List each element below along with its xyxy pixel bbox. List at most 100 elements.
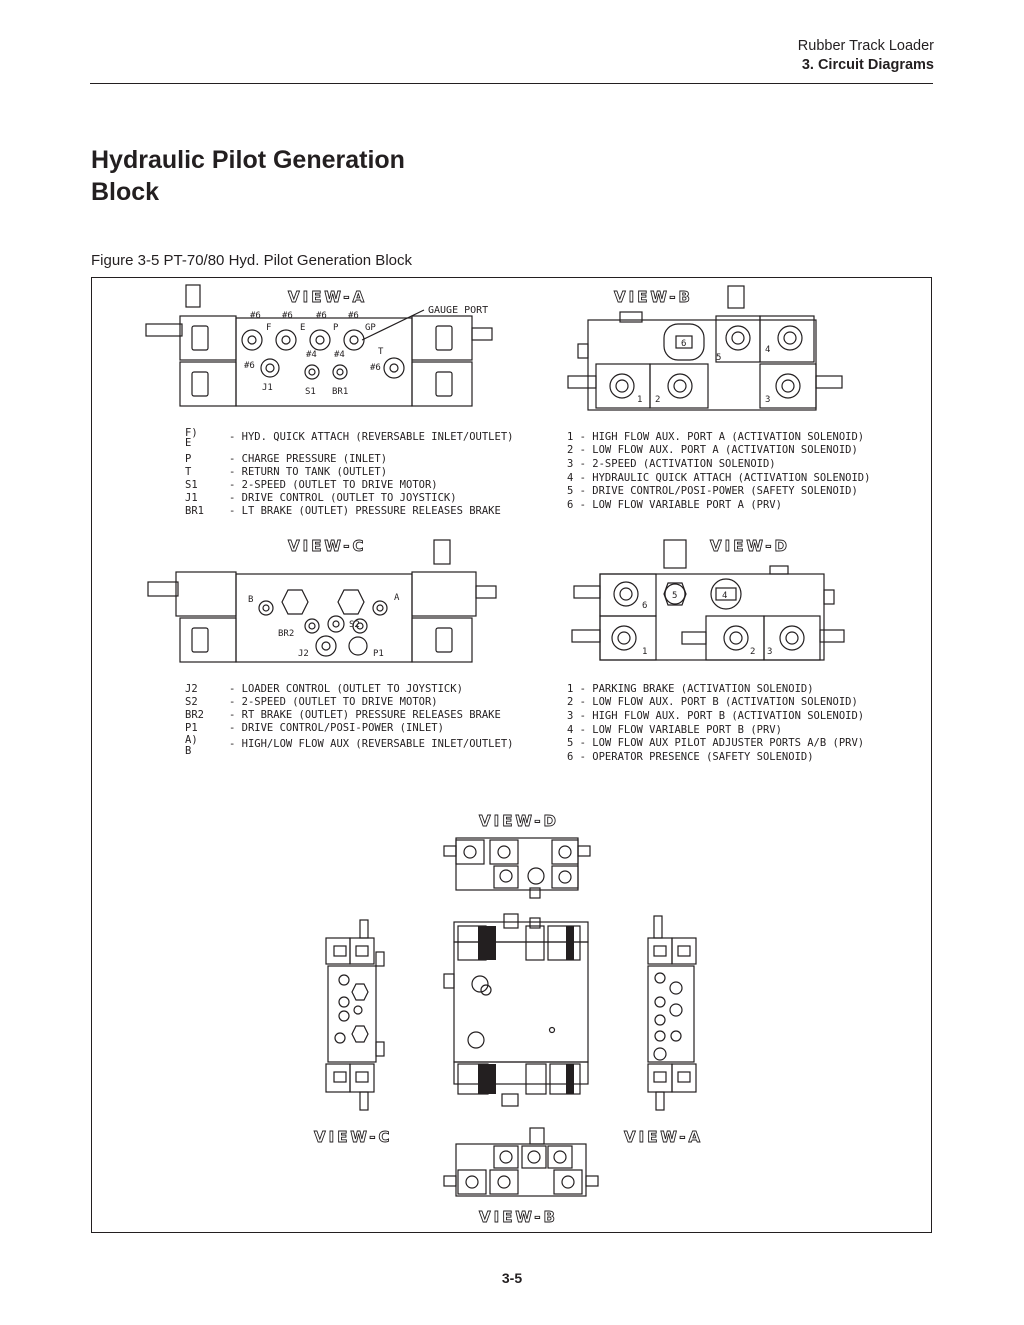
callout-c-br2: BR2 [278,629,294,639]
legend-c-text-2: - RT BRAKE (OUTLET) PRESSURE RELEASES BR… [229,709,501,721]
view-a-right-solenoid-bottom [411,361,473,407]
page-title: Hydraulic Pilot Generation Block [91,144,405,208]
callout-a-n6-4: #6 [348,311,359,321]
callout-a-j1: J1 [262,383,273,393]
callout-b-4: 4 [765,345,770,355]
legend-c-text-1: - 2-SPEED (OUTLET TO DRIVE MOTOR) [229,696,438,708]
legend-d-item-4: 5 - LOW FLOW AUX PILOT ADJUSTER PORTS A/… [567,737,864,749]
callout-b-2: 2 [655,395,660,405]
legend-c-key-2: BR2 [185,709,204,721]
callout-a-n6-1: #6 [250,311,261,321]
legend-a-text-5: - DRIVE CONTROL (OUTLET TO JOYSTICK) [229,492,457,504]
view-d-bottom-solenoids [571,615,845,661]
callout-c-p1: P1 [373,649,384,659]
callout-c-a: A [394,593,400,603]
legend-b-item-0: 1 - HIGH FLOW AUX. PORT A (ACTIVATION SO… [567,431,864,443]
legend-d-item-3: 4 - LOW FLOW VARIABLE PORT B (PRV) [567,724,782,736]
callout-a-n6-6: #6 [370,363,381,373]
legend-d-item-1: 2 - LOW FLOW AUX. PORT B (ACTIVATION SOL… [567,696,858,708]
legend-c-key-5: B [185,745,191,757]
assembly-drawing: VIEW-D [314,812,703,1227]
legend-a-text-6: - LT BRAKE (OUTLET) PRESSURE RELEASES BR… [229,505,501,517]
legend-c-key-0: J2 [185,683,198,695]
callout-a-n4-1: #4 [306,350,317,360]
callout-a-p: P [333,323,339,333]
assembly-view-b-title: VIEW-B [479,1208,558,1226]
view-d-body [599,573,825,661]
legend-b-item-4: 5 - DRIVE CONTROL/POSI-POWER (SAFETY SOL… [567,485,858,497]
header-section: 3. Circuit Diagrams [801,57,934,73]
figure-caption: Figure 3-5 PT-70/80 Hyd. Pilot Generatio… [91,252,412,269]
view-d-title: VIEW-D [710,537,790,555]
callout-a-e: E [300,323,305,333]
legend-a-key-0: F) [185,427,198,439]
title-line-1: Hydraulic Pilot Generation [91,146,405,174]
assembly-view-a-body [647,965,695,1063]
callout-a-gp: GP [365,323,376,333]
view-a-drawing: VIEW-A GAUGE PORT #6 [145,284,493,407]
assembly-view-c-body [327,965,377,1063]
view-c-drawing: VIEW-C B A BR2 S2 J2 P1 [147,537,497,663]
callout-c-s2: S2 [349,620,360,630]
header-rule [90,83,933,84]
callout-a-n6-5: #6 [244,361,255,371]
gauge-port-leader [361,309,425,341]
legend-a-text-0: - HYD. QUICK ATTACH (REVERSABLE INLET/OU… [229,431,513,443]
assembly-view-c-title: VIEW-C [314,1128,393,1146]
callout-a-br1: BR1 [332,387,348,397]
callout-d-4: 4 [722,591,727,601]
view-c-ports [258,589,388,657]
legend-c-text-0: - LOADER CONTROL (OUTLET TO JOYSTICK) [229,683,463,695]
callout-a-n6-3: #6 [316,311,327,321]
legend-a-key-4: S1 [185,479,198,491]
callout-d-3: 3 [767,647,772,657]
legend-a-text-4: - 2-SPEED (OUTLET TO DRIVE MOTOR) [229,479,438,491]
title-line-2: Block [91,178,160,206]
view-a-title: VIEW-A [288,288,367,306]
legend-b-item-2: 3 - 2-SPEED (ACTIVATION SOLENOID) [567,458,776,470]
view-a-ports [241,329,405,380]
callout-b-1: 1 [637,395,642,405]
view-b-title: VIEW-B [614,288,693,306]
legend-a-text-2: - CHARGE PRESSURE (INLET) [229,453,387,465]
legend-a-key-2: P [185,453,191,465]
figure-frame [91,277,932,1233]
legend-a-key-6: BR1 [185,505,204,517]
view-a-top-stem [185,284,201,308]
assembly-view-a-title: VIEW-A [624,1128,703,1146]
legend-c-key-3: P1 [185,722,198,734]
legend-a-key-1: E [185,437,191,449]
legend-d-item-5: 6 - OPERATOR PRESENCE (SAFETY SOLENOID) [567,751,814,763]
callout-d-2: 2 [750,647,755,657]
callout-d-5: 5 [672,591,677,601]
callout-a-t: T [378,347,384,357]
legend-c-text-3: - DRIVE CONTROL/POSI-POWER (INLET) [229,722,444,734]
legend-c-key-1: S2 [185,696,198,708]
legend-a: F) - HYD. QUICK ATTACH (REVERSABLE INLET… [185,427,513,517]
legend-b-item-1: 2 - LOW FLOW AUX. PORT A (ACTIVATION SOL… [567,444,858,456]
callout-b-6: 6 [681,339,686,349]
page-number: 3-5 [501,1270,523,1286]
legend-a-text-3: - RETURN TO TANK (OUTLET) [229,466,387,478]
callout-a-n4-2: #4 [334,350,345,360]
callout-c-b: B [248,595,253,605]
view-c-title: VIEW-C [288,537,367,555]
legend-c-key-4: A) [185,734,198,746]
view-a-right-solenoid-top [411,315,473,361]
legend-d-item-2: 3 - HIGH FLOW AUX. PORT B (ACTIVATION SO… [567,710,864,722]
view-b-drawing: VIEW-B 6 5 4 1 2 3 [567,285,843,411]
legend-c-text-4: - HIGH/LOW FLOW AUX (REVERSABLE INLET/OU… [229,738,513,750]
callout-c-j2: J2 [298,649,309,659]
callout-d-1: 1 [642,647,647,657]
header-doc-title: Rubber Track Loader [797,38,934,54]
view-a-left-connector [145,323,183,337]
legend-b: 1 - HIGH FLOW AUX. PORT A (ACTIVATION SO… [567,431,870,511]
legend-b-item-5: 6 - LOW FLOW VARIABLE PORT A (PRV) [567,499,782,511]
callout-a-f: F [266,323,271,333]
page-header: Rubber Track Loader 3. Circuit Diagrams [798,37,934,75]
view-b-bottom-solenoids [567,363,843,409]
legend-b-item-3: 4 - HYDRAULIC QUICK ATTACH (ACTIVATION S… [567,472,870,484]
legend-a-key-5: J1 [185,492,198,504]
legend-c: J2 - LOADER CONTROL (OUTLET TO JOYSTICK)… [185,683,513,757]
